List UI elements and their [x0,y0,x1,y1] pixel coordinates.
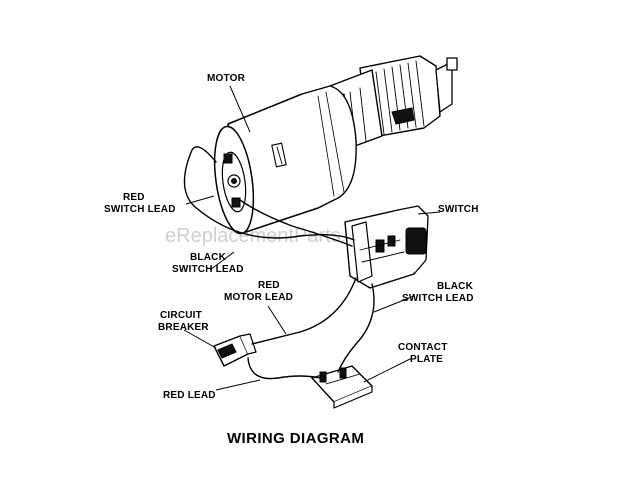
diagram-title: WIRING DIAGRAM [227,430,364,447]
red-motor-lead-label-line1: RED [258,280,280,291]
switch [344,205,429,289]
black-switch-lead-wire [239,199,353,247]
circuit-breaker [213,333,257,367]
red-switch-lead-label-line1: RED [123,192,145,203]
labels: MOTOR RED SWITCH LEAD BLACK SWITCH LEAD … [104,73,479,447]
motor [213,85,357,235]
wiring [183,146,375,380]
black-switch-lead-right-label-line2: SWITCH LEAD [402,293,474,304]
contact-plate-label-line2: PLATE [410,354,443,365]
black-switch-lead-label-line2: SWITCH LEAD [172,264,244,275]
contact-plate-label-line1: CONTACT [398,342,448,353]
red-lead-label: RED LEAD [163,390,216,401]
circuit-breaker-label-line2: BREAKER [158,322,209,333]
watermark: eReplacementParts.com [165,225,384,247]
black-switch-lead-label-line1: BLACK [190,252,227,263]
circuit-breaker-label-line1: CIRCUIT [160,310,202,321]
red-lead-wire [247,357,321,380]
red-motor-lead-wire [251,277,357,345]
contact-plate [311,365,373,409]
red-motor-lead-label-line2: MOTOR LEAD [224,292,293,303]
black-switch-lead-right-wire [337,283,375,373]
red-switch-lead-label-line2: SWITCH LEAD [104,204,176,215]
leader-lines [183,85,441,391]
switch-label: SWITCH [438,204,479,215]
motor-label: MOTOR [207,73,246,84]
black-switch-lead-right-label-line1: BLACK [437,281,474,292]
red-switch-lead-wire [183,146,355,241]
